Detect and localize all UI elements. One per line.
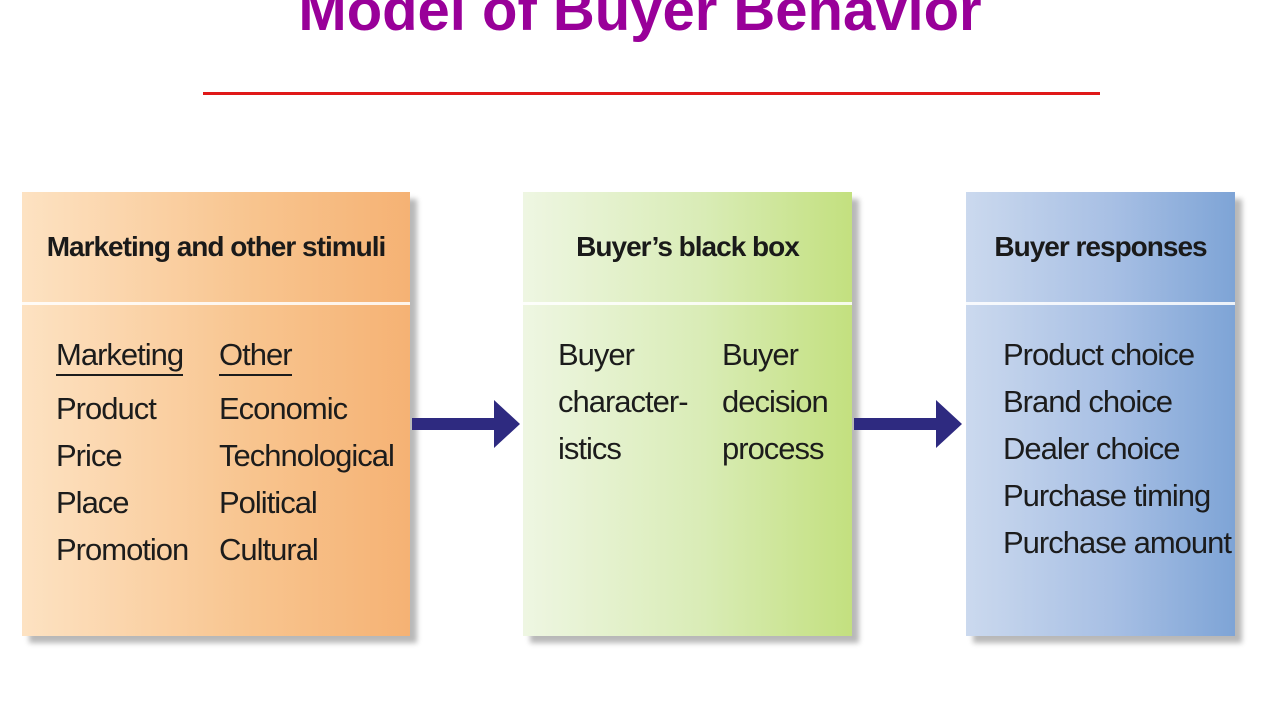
stimuli-divider <box>22 302 410 305</box>
marketing-item-price: Price <box>56 438 123 473</box>
other-item-technological: Technological <box>219 438 395 473</box>
arrow-right-icon <box>854 400 962 448</box>
response-item-product-choice: Product choice <box>1003 337 1195 372</box>
responses-heading: Buyer responses <box>994 231 1207 262</box>
decision-line-3: process <box>722 431 825 466</box>
stimuli-heading: Marketing and other stimuli <box>46 231 387 262</box>
other-heading: Other <box>219 336 293 376</box>
buyer-decision-process: Buyer decision process <box>722 331 829 472</box>
characteristics-line-3: istics <box>558 431 622 466</box>
black-box-heading: Buyer’s black box <box>576 231 800 262</box>
characteristics-line-2: character- <box>558 384 689 419</box>
responses-divider <box>966 302 1235 305</box>
response-item-purchase-amount: Purchase amount <box>1003 525 1232 560</box>
marketing-item-product: Product <box>56 391 157 426</box>
black-box: Buyer’s black box Buyer character- istic… <box>523 192 852 636</box>
response-item-dealer-choice: Dealer choice <box>1003 431 1181 466</box>
other-item-political: Political <box>219 485 318 520</box>
marketing-column: Marketing Product Price Place Promotion <box>56 331 189 573</box>
arrow-right-icon <box>412 400 520 448</box>
slide-title: Model of Buyer Behavior <box>298 0 982 43</box>
responses-box: Buyer responses Product choice Brand cho… <box>966 192 1235 636</box>
responses-list: Product choice Brand choice Dealer choic… <box>1003 331 1232 566</box>
marketing-item-promotion: Promotion <box>56 532 189 567</box>
other-column: Other Economic Technological Political C… <box>219 331 395 573</box>
buyer-characteristics: Buyer character- istics <box>558 331 689 472</box>
response-item-purchase-timing: Purchase timing <box>1003 478 1211 513</box>
response-item-brand-choice: Brand choice <box>1003 384 1173 419</box>
decision-line-1: Buyer <box>722 337 799 372</box>
stimuli-box: Marketing and other stimuli Marketing Pr… <box>22 192 410 636</box>
other-item-cultural: Cultural <box>219 532 319 567</box>
marketing-heading: Marketing <box>56 336 184 376</box>
decision-line-2: decision <box>722 384 829 419</box>
characteristics-line-1: Buyer <box>558 337 635 372</box>
black-box-divider <box>523 302 852 305</box>
other-item-economic: Economic <box>219 391 348 426</box>
marketing-item-place: Place <box>56 485 130 520</box>
title-underline <box>203 92 1100 95</box>
